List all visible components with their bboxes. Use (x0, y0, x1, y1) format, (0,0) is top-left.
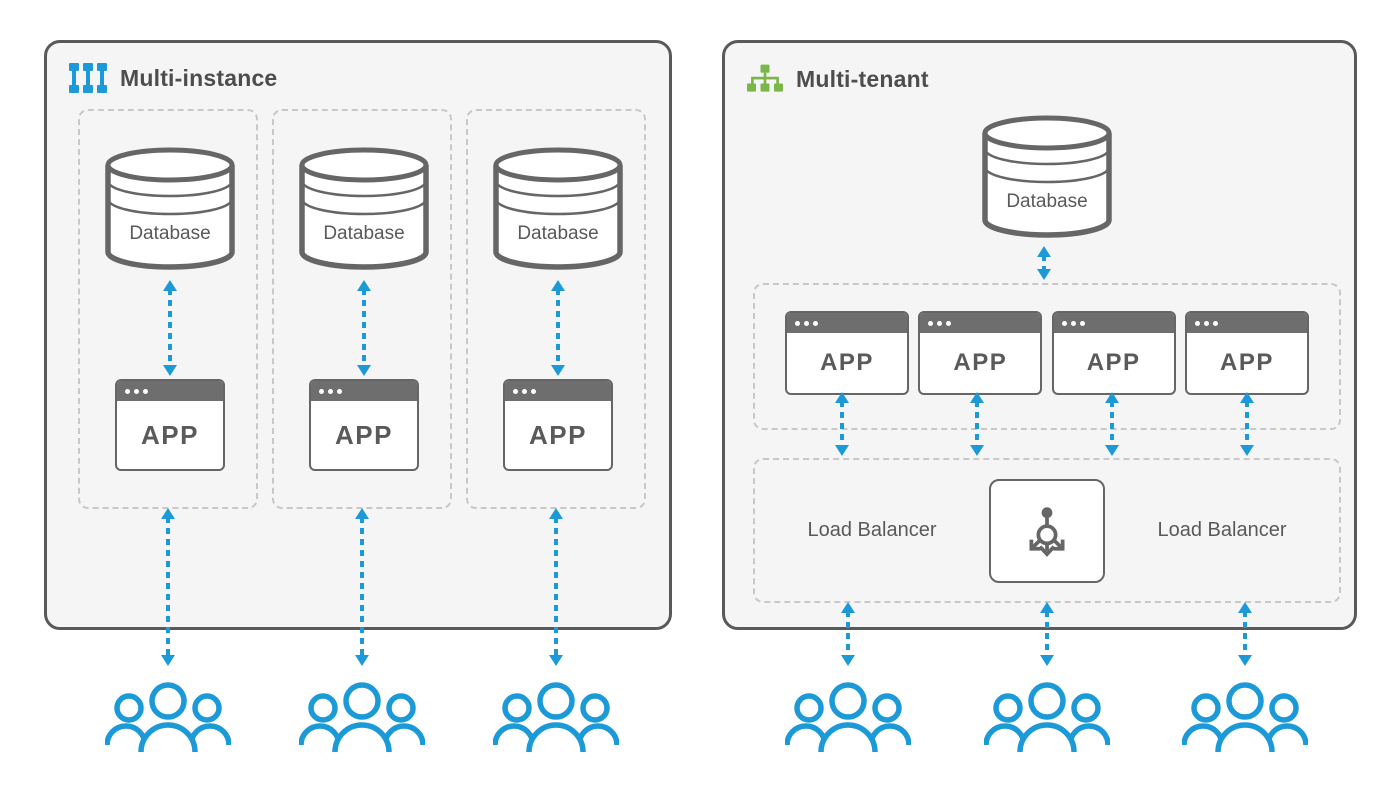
app-window: APP (309, 379, 419, 471)
database-label: Database (323, 223, 404, 244)
app-window: APP (503, 379, 613, 471)
instance-container-2: Database APP (272, 109, 452, 509)
dashed-double-arrow-icon (550, 280, 566, 376)
panel-title: Multi-tenant (796, 65, 929, 92)
multi-tenant-header: Multi-tenant (747, 63, 929, 95)
dashed-double-arrow-icon (1104, 392, 1120, 456)
app-label: APP (1220, 349, 1274, 376)
users-group-icon (105, 682, 231, 753)
database-label: Database (517, 223, 598, 244)
app-label: APP (1086, 349, 1141, 376)
load-balancer-icon (1029, 506, 1065, 557)
instance-container-3: Database APP (466, 109, 646, 509)
dashed-double-arrow-icon (1039, 602, 1055, 666)
window-dots-icon (1053, 313, 1174, 333)
dashed-double-arrow-icon (1036, 246, 1052, 280)
dashed-double-arrow-icon (1237, 602, 1253, 666)
database-cylinder-icon: Database (493, 147, 623, 270)
window-dots-icon (505, 381, 611, 401)
window-dots-icon (117, 381, 223, 401)
multi-instance-panel: Multi-instance Database APP (44, 40, 672, 630)
dashed-double-arrow-icon (834, 392, 850, 456)
database-cylinder-icon: Database (299, 147, 429, 270)
load-balancer-label: Load Balancer (807, 519, 937, 541)
app-window: APP (1184, 311, 1309, 395)
app-window: APP (1051, 311, 1176, 395)
load-balancer-box (989, 478, 1105, 583)
app-window: APP (115, 379, 225, 471)
app-label: APP (953, 349, 1008, 376)
load-balancer-container: Load Balancer Load Balancer (753, 458, 1341, 603)
users-group-icon (493, 682, 619, 753)
dashed-double-arrow-icon (840, 602, 856, 666)
window-dots-icon (920, 313, 1041, 333)
dashed-double-arrow-icon (354, 508, 370, 666)
users-group-icon (1182, 682, 1308, 753)
dashed-double-arrow-icon (1239, 392, 1255, 456)
database-label: Database (1006, 191, 1087, 212)
multi-instance-header: Multi-instance (69, 63, 277, 93)
dashed-double-arrow-icon (356, 280, 372, 376)
multi-tenant-icon (747, 64, 783, 92)
app-label: APP (529, 419, 587, 450)
dashed-double-arrow-icon (162, 280, 178, 376)
multi-tenant-panel: Multi-tenant Database APP APP (722, 40, 1357, 630)
multi-instance-icon (69, 63, 107, 93)
users-group-icon (785, 682, 911, 753)
instance-container-1: Database APP (78, 109, 258, 509)
window-dots-icon (1186, 313, 1307, 333)
dashed-double-arrow-icon (548, 508, 564, 666)
dashed-double-arrow-icon (969, 392, 985, 456)
app-label: APP (335, 419, 393, 450)
dashed-double-arrow-icon (160, 508, 176, 666)
database-label: Database (129, 223, 210, 244)
window-dots-icon (787, 313, 907, 333)
app-window: APP (785, 311, 909, 395)
app-farm-container: APP APP APP APP (753, 283, 1341, 430)
users-group-icon (299, 682, 425, 753)
load-balancer-label: Load Balancer (1157, 519, 1287, 541)
users-group-icon (984, 682, 1110, 753)
app-window: APP (918, 311, 1043, 395)
panel-title: Multi-instance (120, 64, 278, 91)
database-cylinder-icon: Database (105, 147, 235, 270)
database-cylinder-icon: Database (982, 115, 1112, 238)
app-label: APP (141, 419, 199, 450)
window-dots-icon (311, 381, 417, 401)
app-label: APP (820, 349, 874, 376)
